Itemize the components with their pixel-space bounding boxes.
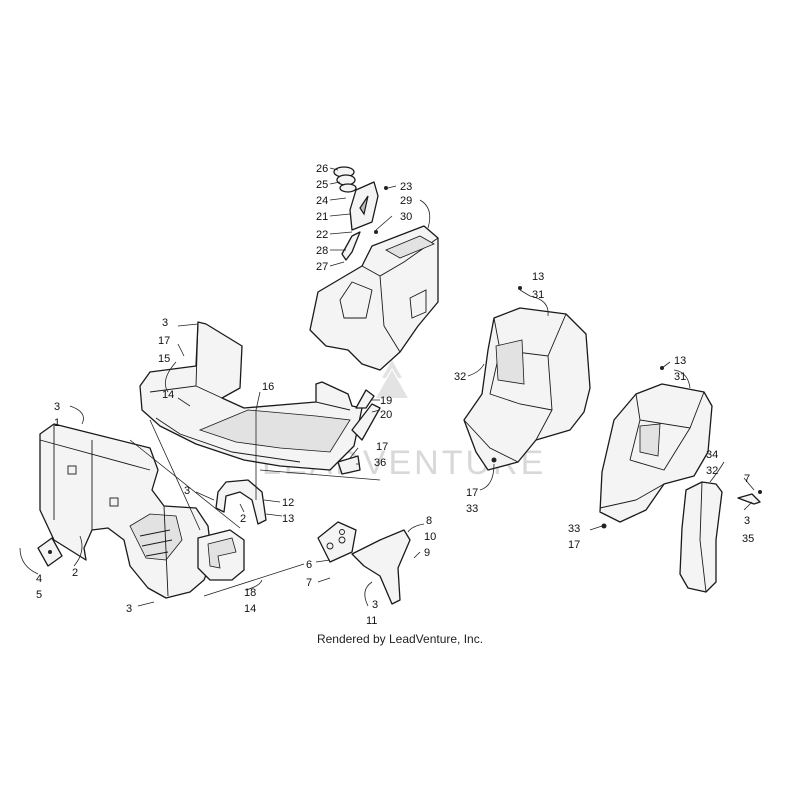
callout-33-box: 33 (466, 503, 478, 515)
callout-numbers: 26 25 24 21 22 28 27 23 29 30 13 31 32 1… (36, 163, 754, 627)
callout-31-box: 31 (532, 289, 544, 301)
callout-3-right: 3 (744, 515, 750, 527)
callout-1: 1 (54, 417, 60, 429)
center-console (309, 225, 439, 371)
callout-13-brace: 13 (282, 513, 294, 525)
bracket-19-20 (351, 389, 381, 441)
callout-4: 4 (36, 573, 42, 585)
floor-brace-12-13 (215, 479, 267, 525)
callout-2-plate: 2 (72, 567, 78, 579)
bracket-6-7 (317, 521, 357, 563)
callout-31-right: 31 (674, 371, 686, 383)
watermark-logo-icon (376, 360, 408, 398)
clip-17-36 (337, 455, 361, 475)
side-panel-34-32 (679, 481, 762, 593)
callout-25: 25 (316, 179, 328, 191)
callout-5: 5 (36, 589, 42, 601)
callout-23: 23 (400, 181, 412, 193)
callout-18: 18 (244, 587, 256, 599)
callout-19: 19 (380, 395, 392, 407)
leader-lines (19, 167, 755, 607)
callout-3-flap: 3 (372, 599, 378, 611)
callout-13-right: 13 (674, 355, 686, 367)
floor-panel (139, 321, 363, 471)
callout-17-clip: 17 (376, 441, 388, 453)
callout-32-box: 32 (454, 371, 466, 383)
front-fender-panel (39, 423, 213, 599)
callout-34: 34 (706, 449, 718, 461)
callout-17-box: 17 (466, 487, 478, 499)
callout-27: 27 (316, 261, 328, 273)
callout-24: 24 (316, 195, 328, 207)
render-credit: Rendered by LeadVenture, Inc. (316, 632, 484, 646)
storage-box-31 (463, 286, 591, 471)
callout-7-bracket: 7 (306, 577, 312, 589)
callout-3-fender: 3 (54, 401, 60, 413)
callout-2-brace: 2 (240, 513, 246, 525)
callout-3-floor: 3 (162, 317, 168, 329)
plate-4-5 (37, 537, 63, 567)
callout-21: 21 (316, 211, 328, 223)
callout-16: 16 (262, 381, 274, 393)
callout-9: 9 (424, 547, 430, 559)
callout-20: 20 (380, 409, 392, 421)
callout-22: 22 (316, 229, 328, 241)
callout-14-floor: 14 (162, 389, 174, 401)
shift-boot-parts (333, 166, 388, 261)
callout-35: 35 (742, 533, 754, 545)
callout-28: 28 (316, 245, 328, 257)
callout-32-right: 32 (706, 465, 718, 477)
callout-17-right: 17 (568, 539, 580, 551)
callout-11: 11 (366, 615, 377, 627)
callout-12: 12 (282, 497, 294, 509)
callout-17-floor: 17 (158, 335, 170, 347)
mud-flap-8-11 (351, 529, 411, 605)
duct-18-14 (197, 529, 245, 581)
callout-3-bottom: 3 (126, 603, 132, 615)
callout-7-right: 7 (744, 473, 750, 485)
callout-10: 10 (424, 531, 436, 543)
callout-14-duct: 14 (244, 603, 256, 615)
callout-6: 6 (306, 559, 312, 571)
storage-box-right (599, 366, 713, 529)
callout-26: 26 (316, 163, 328, 175)
callout-8: 8 (426, 515, 432, 527)
callout-33-right: 33 (568, 523, 580, 535)
callout-36: 36 (374, 457, 386, 469)
callout-13-box: 13 (532, 271, 544, 283)
callout-30: 30 (400, 211, 412, 223)
callout-29: 29 (400, 195, 412, 207)
callout-15: 15 (158, 353, 170, 365)
callout-3-brace: 3 (184, 485, 190, 497)
